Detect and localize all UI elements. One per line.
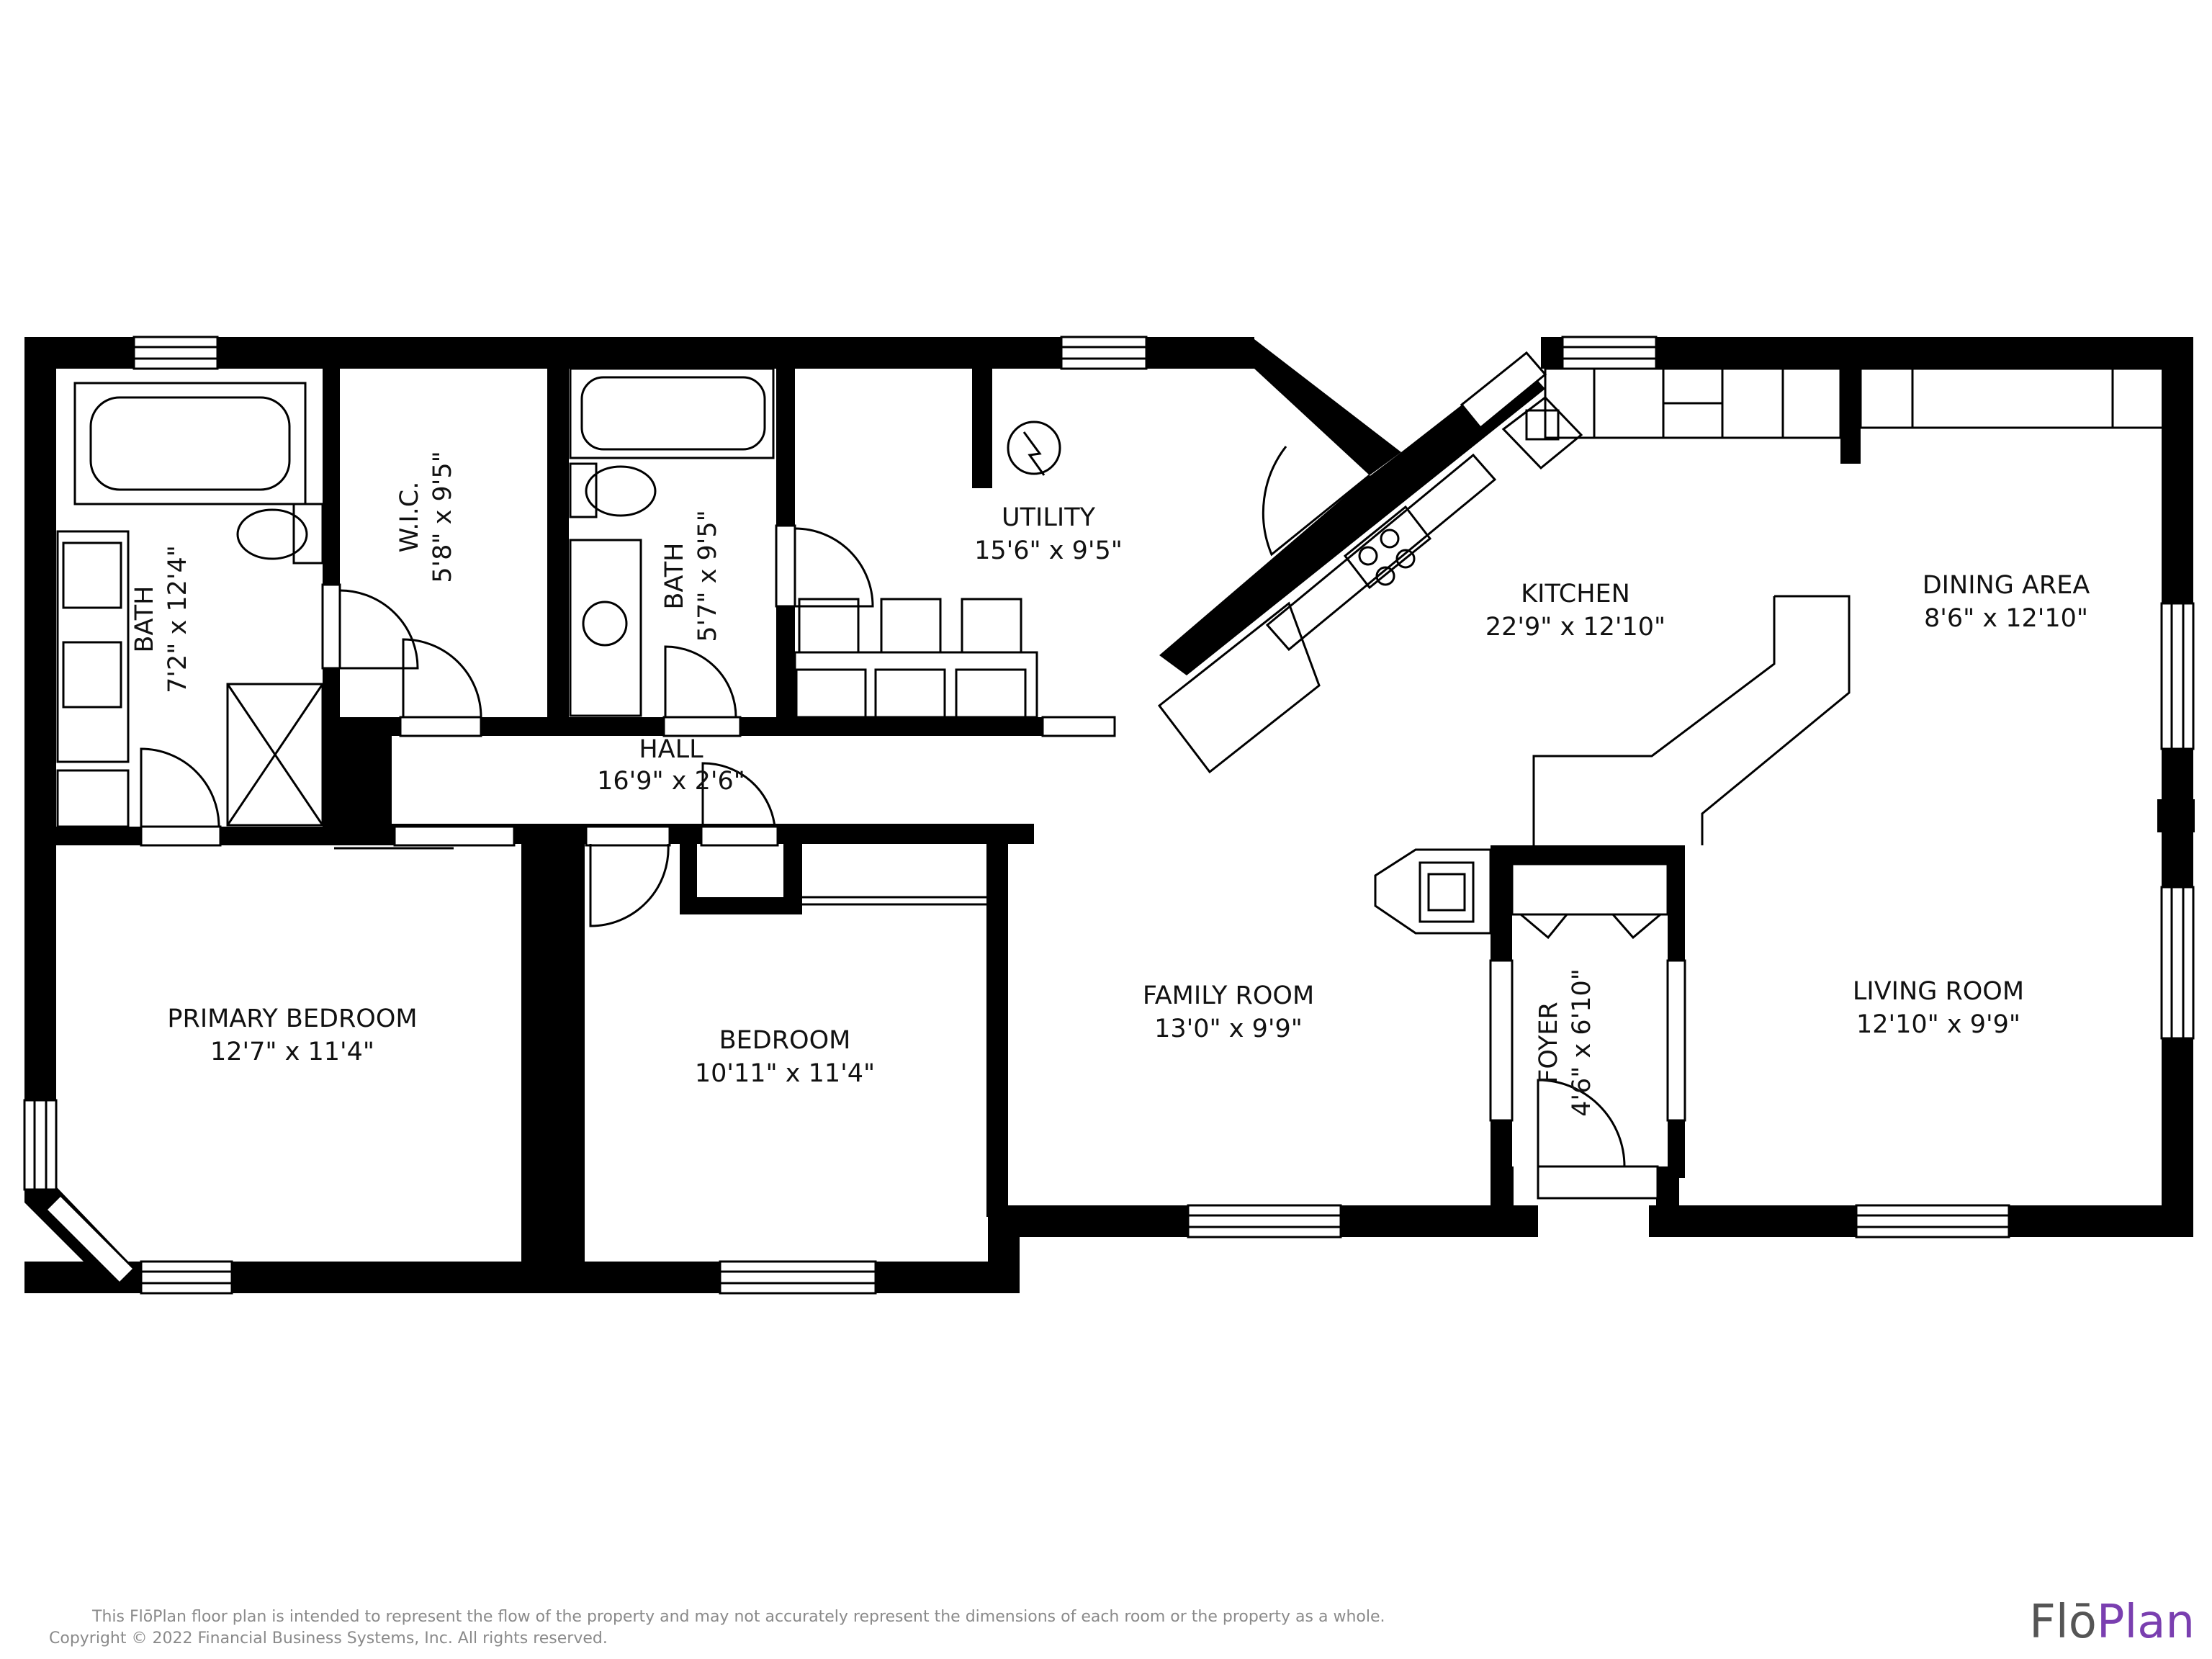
room-name-dining: DINING AREA [1923, 571, 2090, 600]
room-name-kitchen: KITCHEN [1521, 580, 1630, 608]
room-name-bath2: BATH [660, 543, 689, 610]
room-dims-living: 12'10" x 9'9" [1856, 1010, 2020, 1039]
windows [23, 336, 2195, 1295]
room-dims-bath1: 7'2" x 12'4" [163, 545, 192, 693]
room-name-bath1: BATH [130, 586, 159, 653]
room-dims-family: 13'0" x 9'9" [1154, 1015, 1303, 1043]
room-name-foyer: FOYER [1534, 1002, 1563, 1084]
room-dims-kitchen: 22'9" x 12'10" [1485, 613, 1665, 642]
room-name-hall: HALL [639, 735, 703, 764]
room-dims-utility: 15'6" x 9'5" [974, 536, 1123, 565]
floplan-logo: FlōPlan [2029, 1597, 2195, 1647]
copyright-text: Copyright © 2022 Financial Business Syst… [49, 1629, 608, 1647]
room-name-primary: PRIMARY BEDROOM [167, 1004, 417, 1033]
room-dims-bath2: 5'7" x 9'5" [693, 510, 722, 642]
disclaimer-text: This FlōPlan floor plan is intended to r… [92, 1608, 1385, 1626]
doors [140, 446, 1686, 1167]
room-name-wic: W.I.C. [395, 482, 424, 553]
room-dims-bedroom: 10'11" x 11'4" [695, 1059, 875, 1088]
footer-disclaimer: This FlōPlan floor plan is intended to r… [49, 1606, 1385, 1650]
room-name-family: FAMILY ROOM [1143, 981, 1314, 1010]
room-name-utility: UTILITY [1002, 503, 1096, 532]
room-dims-primary: 12'7" x 11'4" [210, 1038, 374, 1066]
room-dims-foyer: 4'6" x 6'10" [1568, 968, 1596, 1117]
room-dims-wic: 5'8" x 9'5" [428, 451, 457, 583]
room-dims-dining: 8'6" x 12'10" [1924, 604, 2088, 633]
fixtures [56, 367, 2164, 940]
room-dims-hall: 16'9" x 2'6" [597, 767, 745, 796]
room-name-bedroom: BEDROOM [719, 1026, 851, 1055]
room-name-living: LIVING ROOM [1853, 977, 2024, 1006]
logo-plan: Plan [2096, 1596, 2195, 1649]
logo-flo: Flō [2029, 1596, 2097, 1649]
room-labels: BATH 7'2" x 12'4" W.I.C. 5'8" x 9'5" BAT… [130, 451, 2090, 1117]
walls [24, 337, 2195, 1293]
